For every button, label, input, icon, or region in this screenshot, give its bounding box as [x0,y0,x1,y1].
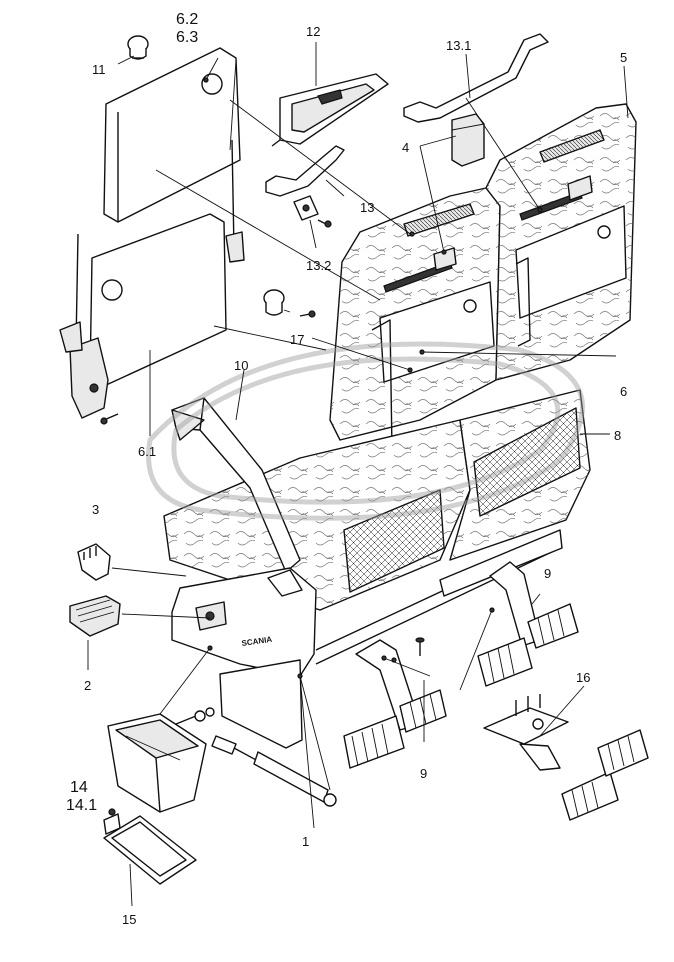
seat-back-right [485,103,637,381]
lever-3 [77,543,111,581]
clip-14-1 [103,808,121,835]
label-2: 2 [84,678,91,693]
clip-13-2 [293,195,332,228]
knob-17 [263,289,316,318]
knob-11 [127,35,149,60]
leader-lines [87,42,629,907]
label-8: 8 [614,428,621,443]
label-13: 13 [360,200,374,215]
seat-frame [219,529,563,749]
label-12: 12 [306,24,320,39]
grab-handle-13-1 [403,33,549,123]
label-17: 17 [290,332,304,347]
label-5: 5 [620,50,627,65]
footrest-9-right [477,561,579,687]
label-13-2: 13.2 [306,258,331,273]
label-4: 4 [402,140,409,155]
label-9-left: 9 [420,766,427,781]
label-10: 10 [234,358,248,373]
screw-tray [100,413,119,425]
label-6-2: 6.2 [176,11,198,28]
seat-side-panel: SCANIA [171,567,317,677]
gas-spring-1 [211,735,337,807]
opex-watermark [146,341,585,521]
footrest-bracket-16 [483,694,649,821]
footrest-9-left [343,639,447,769]
label-6-3: 6.3 [176,29,198,46]
label-16: 16 [576,670,590,685]
footrest-pedal-2 [69,595,121,637]
tray-table-upper [103,47,241,223]
headrest-pad-4 [451,113,485,167]
handle-12 [271,73,389,147]
part-labels: 6.2 6.3 11 12 13.1 5 4 13 13.2 17 10 6.1… [66,11,627,927]
label-14-1: 14.1 [66,797,97,814]
label-6: 6 [620,384,627,399]
label-14: 14 [70,779,88,796]
label-3: 3 [92,502,99,517]
label-1: 1 [302,834,309,849]
label-11: 11 [92,62,106,77]
screw-footrest [415,637,425,656]
armrest-10 [171,397,301,573]
label-15: 15 [122,912,136,927]
bin-frame-15 [103,815,197,885]
seat-back-left [329,187,501,441]
waste-bin-14 [107,713,207,813]
leader-dots [203,77,543,679]
magazine-net-left [343,489,445,593]
grab-handle-13 [265,145,345,197]
label-6-1: 6.1 [138,444,156,459]
tray-hinge-bracket [59,231,245,419]
magazine-net-right-8 [473,407,581,517]
label-13-1: 13.1 [446,38,471,53]
brand-label: SCANIA [241,635,273,648]
label-9-right: 9 [544,566,551,581]
